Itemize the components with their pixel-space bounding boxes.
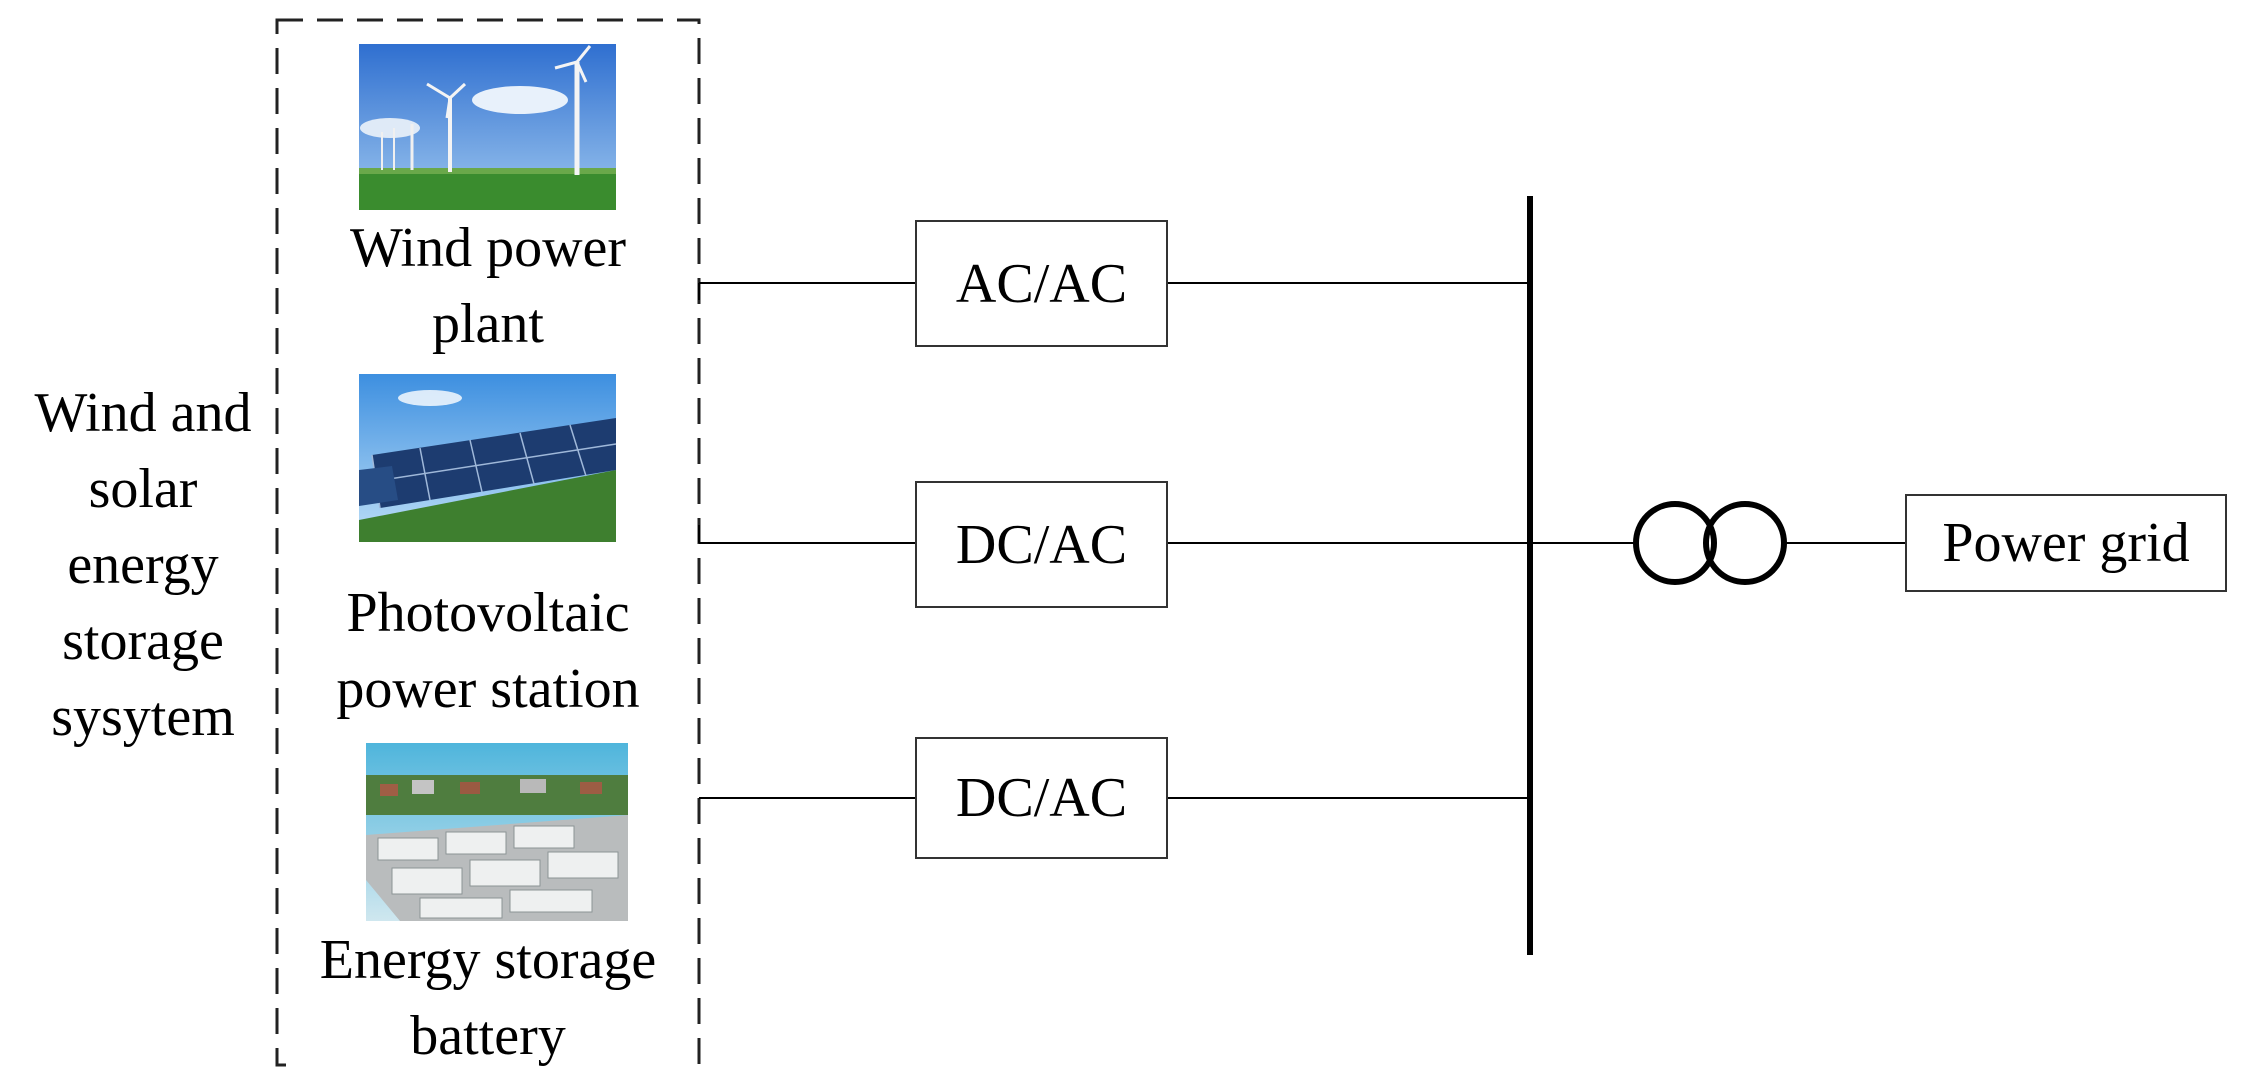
system-label-line-5: sysytem [51,686,235,748]
dcac-converter-box-pv: DC/AC [915,481,1168,608]
system-label-line-1: Wind and [34,382,252,444]
solar-panels-photo [359,374,617,542]
battery-containers-photo [366,743,628,921]
system-label-line-3: energy [67,534,219,596]
wind-plant-label-line-1: Wind power [349,217,627,279]
wind-plant-label: Wind power plant [288,210,688,362]
pv-station-label-line-2: power station [336,658,640,720]
wind-turbines-photo [359,44,616,210]
system-label: Wind and solar energy storage sysytem [8,375,278,755]
battery-label-line-2: battery [396,998,580,1074]
wind-plant-label-line-2: plant [432,293,544,355]
acac-converter-box: AC/AC [915,220,1168,347]
pv-station-label: Photovoltaic power station [288,575,688,727]
power-grid-box: Power grid [1905,494,2227,592]
system-label-line-4: storage [62,610,224,672]
system-label-line-2: solar [88,458,198,520]
battery-label-line-1: Energy storage [319,929,657,991]
transformer-icon [1633,501,1787,585]
battery-label: Energy storage battery [288,922,688,1074]
pv-station-label-line-1: Photovoltaic [346,582,630,644]
dcac-converter-box-battery: DC/AC [915,737,1168,859]
